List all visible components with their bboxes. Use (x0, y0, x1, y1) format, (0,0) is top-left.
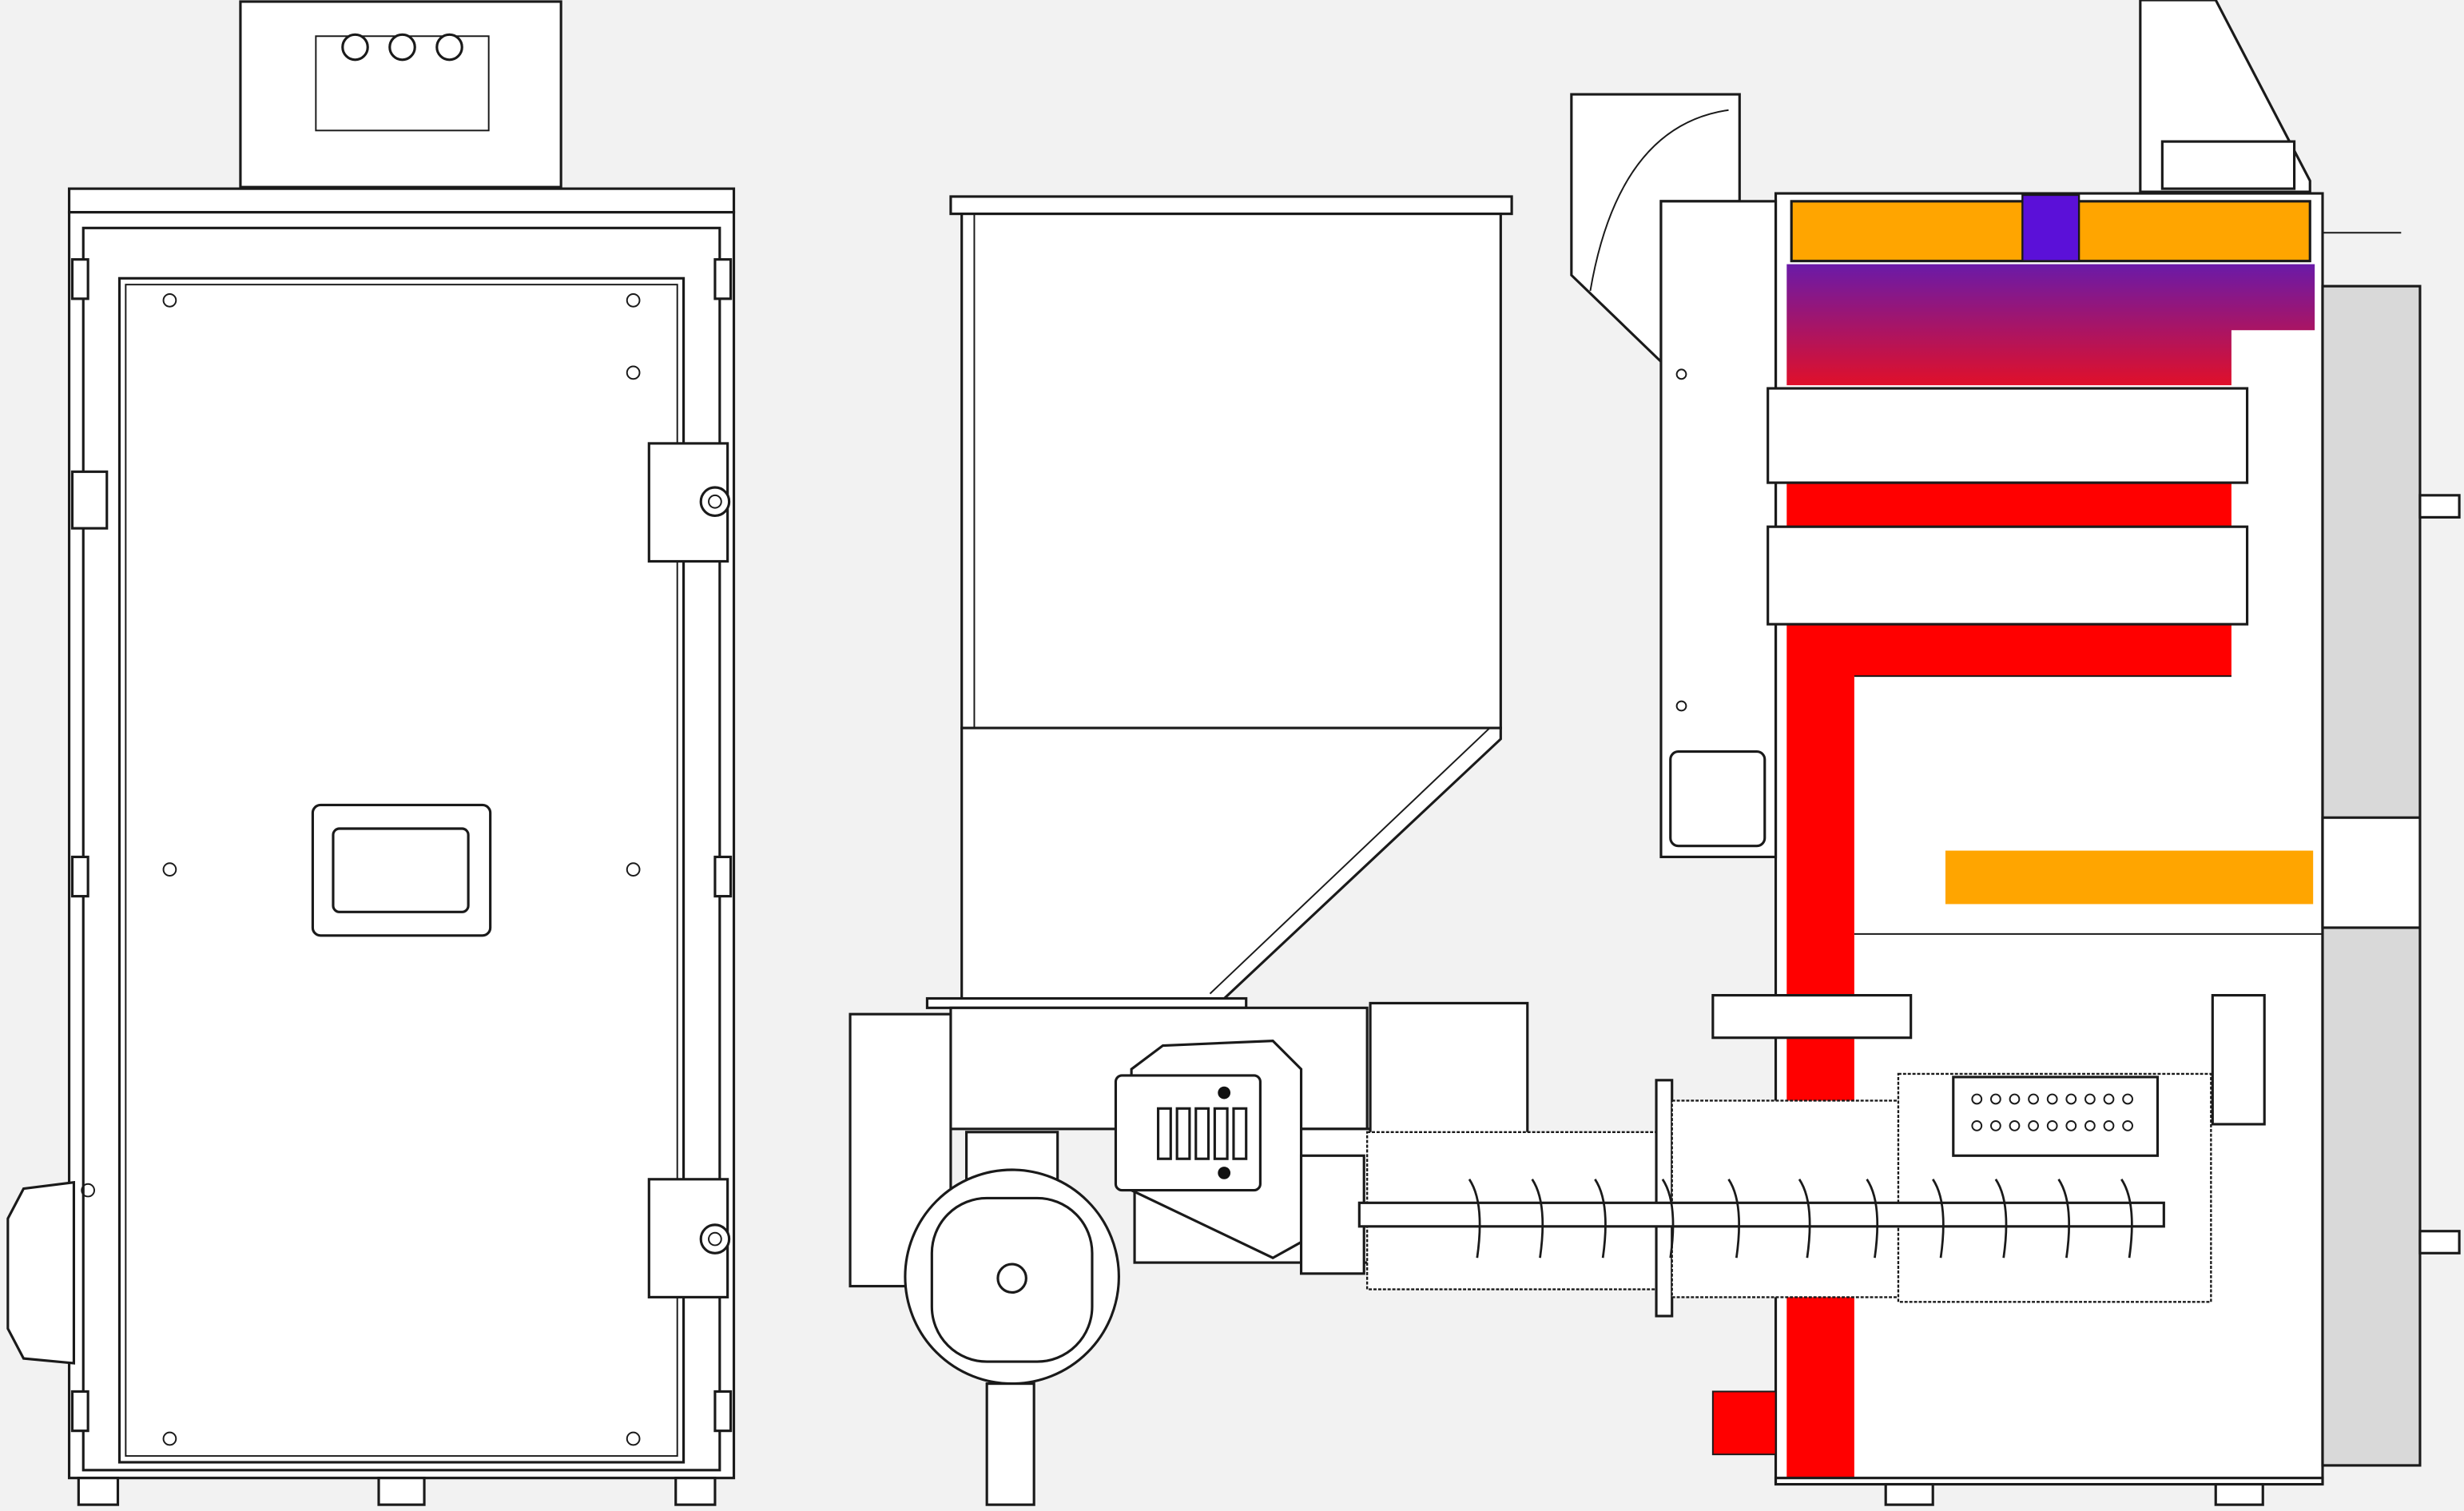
screw-icon (626, 365, 641, 380)
foot (2214, 1482, 2264, 1506)
screw-icon (626, 862, 641, 877)
screw-icon (162, 862, 177, 877)
screw-icon (162, 1431, 177, 1446)
side-clip (70, 1390, 89, 1433)
ash-shelf (1711, 994, 1913, 1040)
sight-window (332, 827, 470, 913)
hopper-lid[interactable] (949, 195, 1513, 216)
rear-nozzle (2418, 1230, 2461, 1255)
hopper-upper (960, 213, 1502, 730)
motor-leg (985, 1382, 1035, 1506)
hopper-flange (925, 996, 1248, 1009)
screw-icon (626, 1431, 641, 1446)
base-plate (1774, 1477, 2324, 1486)
auger-flights (1468, 1179, 2133, 1259)
side-clip (713, 855, 733, 898)
front-view (6, 0, 736, 1506)
foot (77, 1477, 120, 1506)
control-box (239, 0, 562, 189)
foot (674, 1477, 717, 1506)
combustion-zone (1945, 850, 2314, 905)
front-panel (1659, 200, 1778, 858)
boiler-section-view (1357, 0, 2461, 1506)
door-hinge-top (647, 442, 731, 563)
hopper-feeder-view (848, 195, 1513, 1506)
motor-shaft (996, 1262, 1027, 1294)
burner-tube (1671, 1099, 1909, 1298)
fan-vent-slots (1156, 1107, 1248, 1160)
return-port (1711, 1390, 1777, 1456)
screw-icon (626, 292, 641, 308)
screw-icon (162, 292, 177, 308)
air-holes (1971, 1093, 2133, 1131)
rear-nozzle (2418, 494, 2461, 519)
water-tube-2 (1767, 525, 2249, 626)
air-holes-plate (1952, 1076, 2160, 1157)
side-clip (713, 258, 733, 300)
fan-outlet (1299, 1154, 1365, 1275)
top-rail (67, 187, 736, 214)
burner-vent (2211, 994, 2266, 1126)
foot (1884, 1482, 1934, 1506)
door-hinge-bottom (647, 1178, 731, 1298)
rear-port (2321, 816, 2422, 929)
side-clip (70, 258, 89, 300)
foot (377, 1477, 426, 1506)
heat-pass-1 (1786, 483, 2232, 527)
indicator-light-3 (435, 33, 463, 62)
side-clip (713, 1390, 733, 1433)
heat-pass-2 (1786, 624, 2232, 1478)
side-latch (70, 470, 109, 530)
auger-shaft (1357, 1201, 2165, 1228)
water-tube-1 (1767, 387, 2249, 484)
flue-gas-zone (1786, 264, 2315, 386)
indicator-light-1 (341, 33, 369, 62)
side-clip (70, 855, 89, 898)
cleaning-door[interactable] (1669, 750, 1767, 848)
top-hood-inner (2160, 140, 2296, 190)
indicator-light-2 (388, 33, 416, 62)
burner-cap (6, 1180, 76, 1365)
hopper-lower (960, 726, 1502, 1004)
flue-outlet (2021, 193, 2080, 262)
